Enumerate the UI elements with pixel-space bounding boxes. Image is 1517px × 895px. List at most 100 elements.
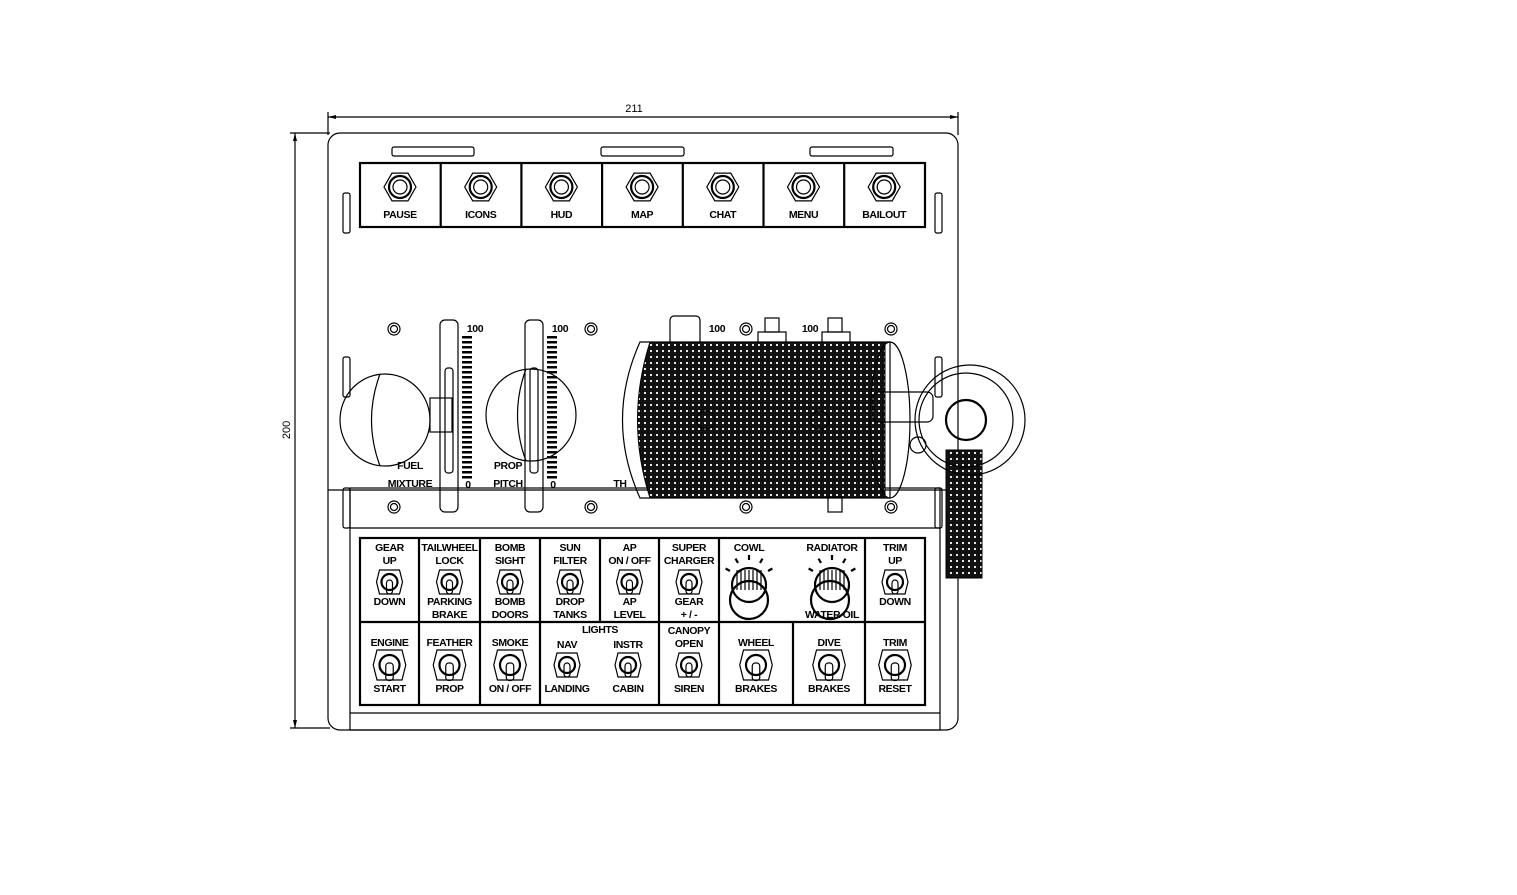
mount-tab: [809, 146, 894, 157]
button-pause[interactable]: PAUSE: [362, 165, 439, 225]
toggle-switch-icon: [375, 569, 404, 595]
knob-label: COWL: [734, 542, 765, 554]
toggle-switch-icon: [435, 569, 464, 595]
throttle-end-knob[interactable]: [914, 364, 1026, 579]
button-label: PAUSE: [383, 209, 417, 221]
switch-smoke-onoff[interactable]: SMOKE ON / OFF: [489, 637, 533, 695]
switch-engine-start[interactable]: ENGINE START: [371, 637, 410, 695]
scale-tick: [547, 351, 557, 354]
scale-tick: [462, 421, 472, 424]
lever-label-line1: FUEL: [397, 460, 424, 472]
toggle-switch-icon: [675, 652, 703, 678]
button-map[interactable]: MAP: [604, 165, 681, 225]
scale-tick: [547, 376, 557, 379]
screw-hole: [584, 500, 598, 514]
scale-tick: [462, 336, 472, 339]
switch-label-bottom: + / -: [681, 609, 698, 621]
switch-label-top: CANOPY: [668, 625, 711, 637]
scale-tick: [547, 381, 557, 384]
switch-label-top: FILTER: [553, 555, 587, 567]
screw-hole: [739, 322, 753, 336]
button-icons[interactable]: ICONS: [443, 165, 520, 225]
scale-tick: [547, 401, 557, 404]
switch-label-top: LOCK: [435, 555, 464, 567]
scale-max-label: 100: [467, 323, 484, 335]
switch-label-top: WHEEL: [738, 637, 775, 649]
lever-knob: [485, 368, 577, 462]
scale-tick: [462, 441, 472, 444]
switch-label-bottom: BOMB: [495, 596, 526, 608]
mount-tab: [600, 146, 685, 157]
side-slot: [342, 356, 351, 398]
scale-tick: [462, 436, 472, 439]
scale-tick: [462, 356, 472, 359]
switch-label-bottom: START: [373, 683, 406, 695]
scale-tick: [462, 396, 472, 399]
knob-ridged-top: [813, 566, 851, 604]
switch-wheel-brakes[interactable]: WHEEL BRAKES: [735, 637, 778, 695]
switch-label-bottom: BRAKES: [735, 683, 777, 695]
scale-tick: [547, 461, 557, 464]
scale-min-label: 0: [465, 479, 471, 491]
scale-tick: [462, 461, 472, 464]
button-menu[interactable]: MENU: [766, 165, 843, 225]
switch-label-top: OPEN: [675, 638, 703, 650]
dimension-width-label: 211: [625, 103, 643, 115]
button-bailout[interactable]: BAILOUT: [846, 165, 923, 225]
switch-label-top: AP: [623, 542, 637, 554]
slider-slot: [439, 319, 459, 513]
throttle-scale-max: 100: [709, 323, 726, 335]
switch-label-bottom: LANDING: [544, 683, 589, 695]
toggle-switch-icon: [614, 652, 642, 678]
dimension-height-label: 200: [281, 421, 293, 439]
scale-tick: [462, 406, 472, 409]
switch-label-top: DIVE: [818, 637, 841, 649]
toggle-switch-icon: [556, 569, 584, 595]
switch-label-top: GEAR: [375, 542, 405, 554]
switch-label-top: SMOKE: [492, 637, 529, 649]
screw-hole: [739, 500, 753, 514]
throttle-scale-max: 100: [802, 323, 819, 335]
side-slot: [934, 487, 943, 529]
switch-panel: [358, 536, 927, 707]
switch-label-top: UP: [383, 555, 397, 567]
scale-tick: [547, 341, 557, 344]
switch-label-bottom: DROP: [556, 596, 585, 608]
button-chat[interactable]: CHAT: [685, 165, 762, 225]
scale-tick: [547, 411, 557, 414]
toggle-switch-icon: [812, 649, 846, 681]
knob-cowl[interactable]: COWL: [725, 542, 773, 604]
button-hud[interactable]: HUD: [523, 165, 600, 225]
switch-label-top: SIGHT: [495, 555, 526, 567]
switch-label-bottom: BRAKE: [432, 609, 468, 621]
switch-label-bottom: RESET: [878, 683, 912, 695]
mount-tab: [391, 146, 475, 157]
side-slot: [342, 487, 351, 529]
switch-label-top: ENGINE: [371, 637, 409, 649]
hex-nut-icon: [464, 172, 498, 202]
knob-body: [809, 579, 851, 621]
scale-tick: [547, 456, 557, 459]
switch-label-bottom: ON / OFF: [489, 683, 532, 695]
toggle-switch-icon: [878, 649, 912, 681]
lights-group-label: LIGHTS: [582, 624, 619, 636]
button-label: CHAT: [709, 209, 737, 221]
lever-label-line2: PITCH: [493, 478, 523, 490]
